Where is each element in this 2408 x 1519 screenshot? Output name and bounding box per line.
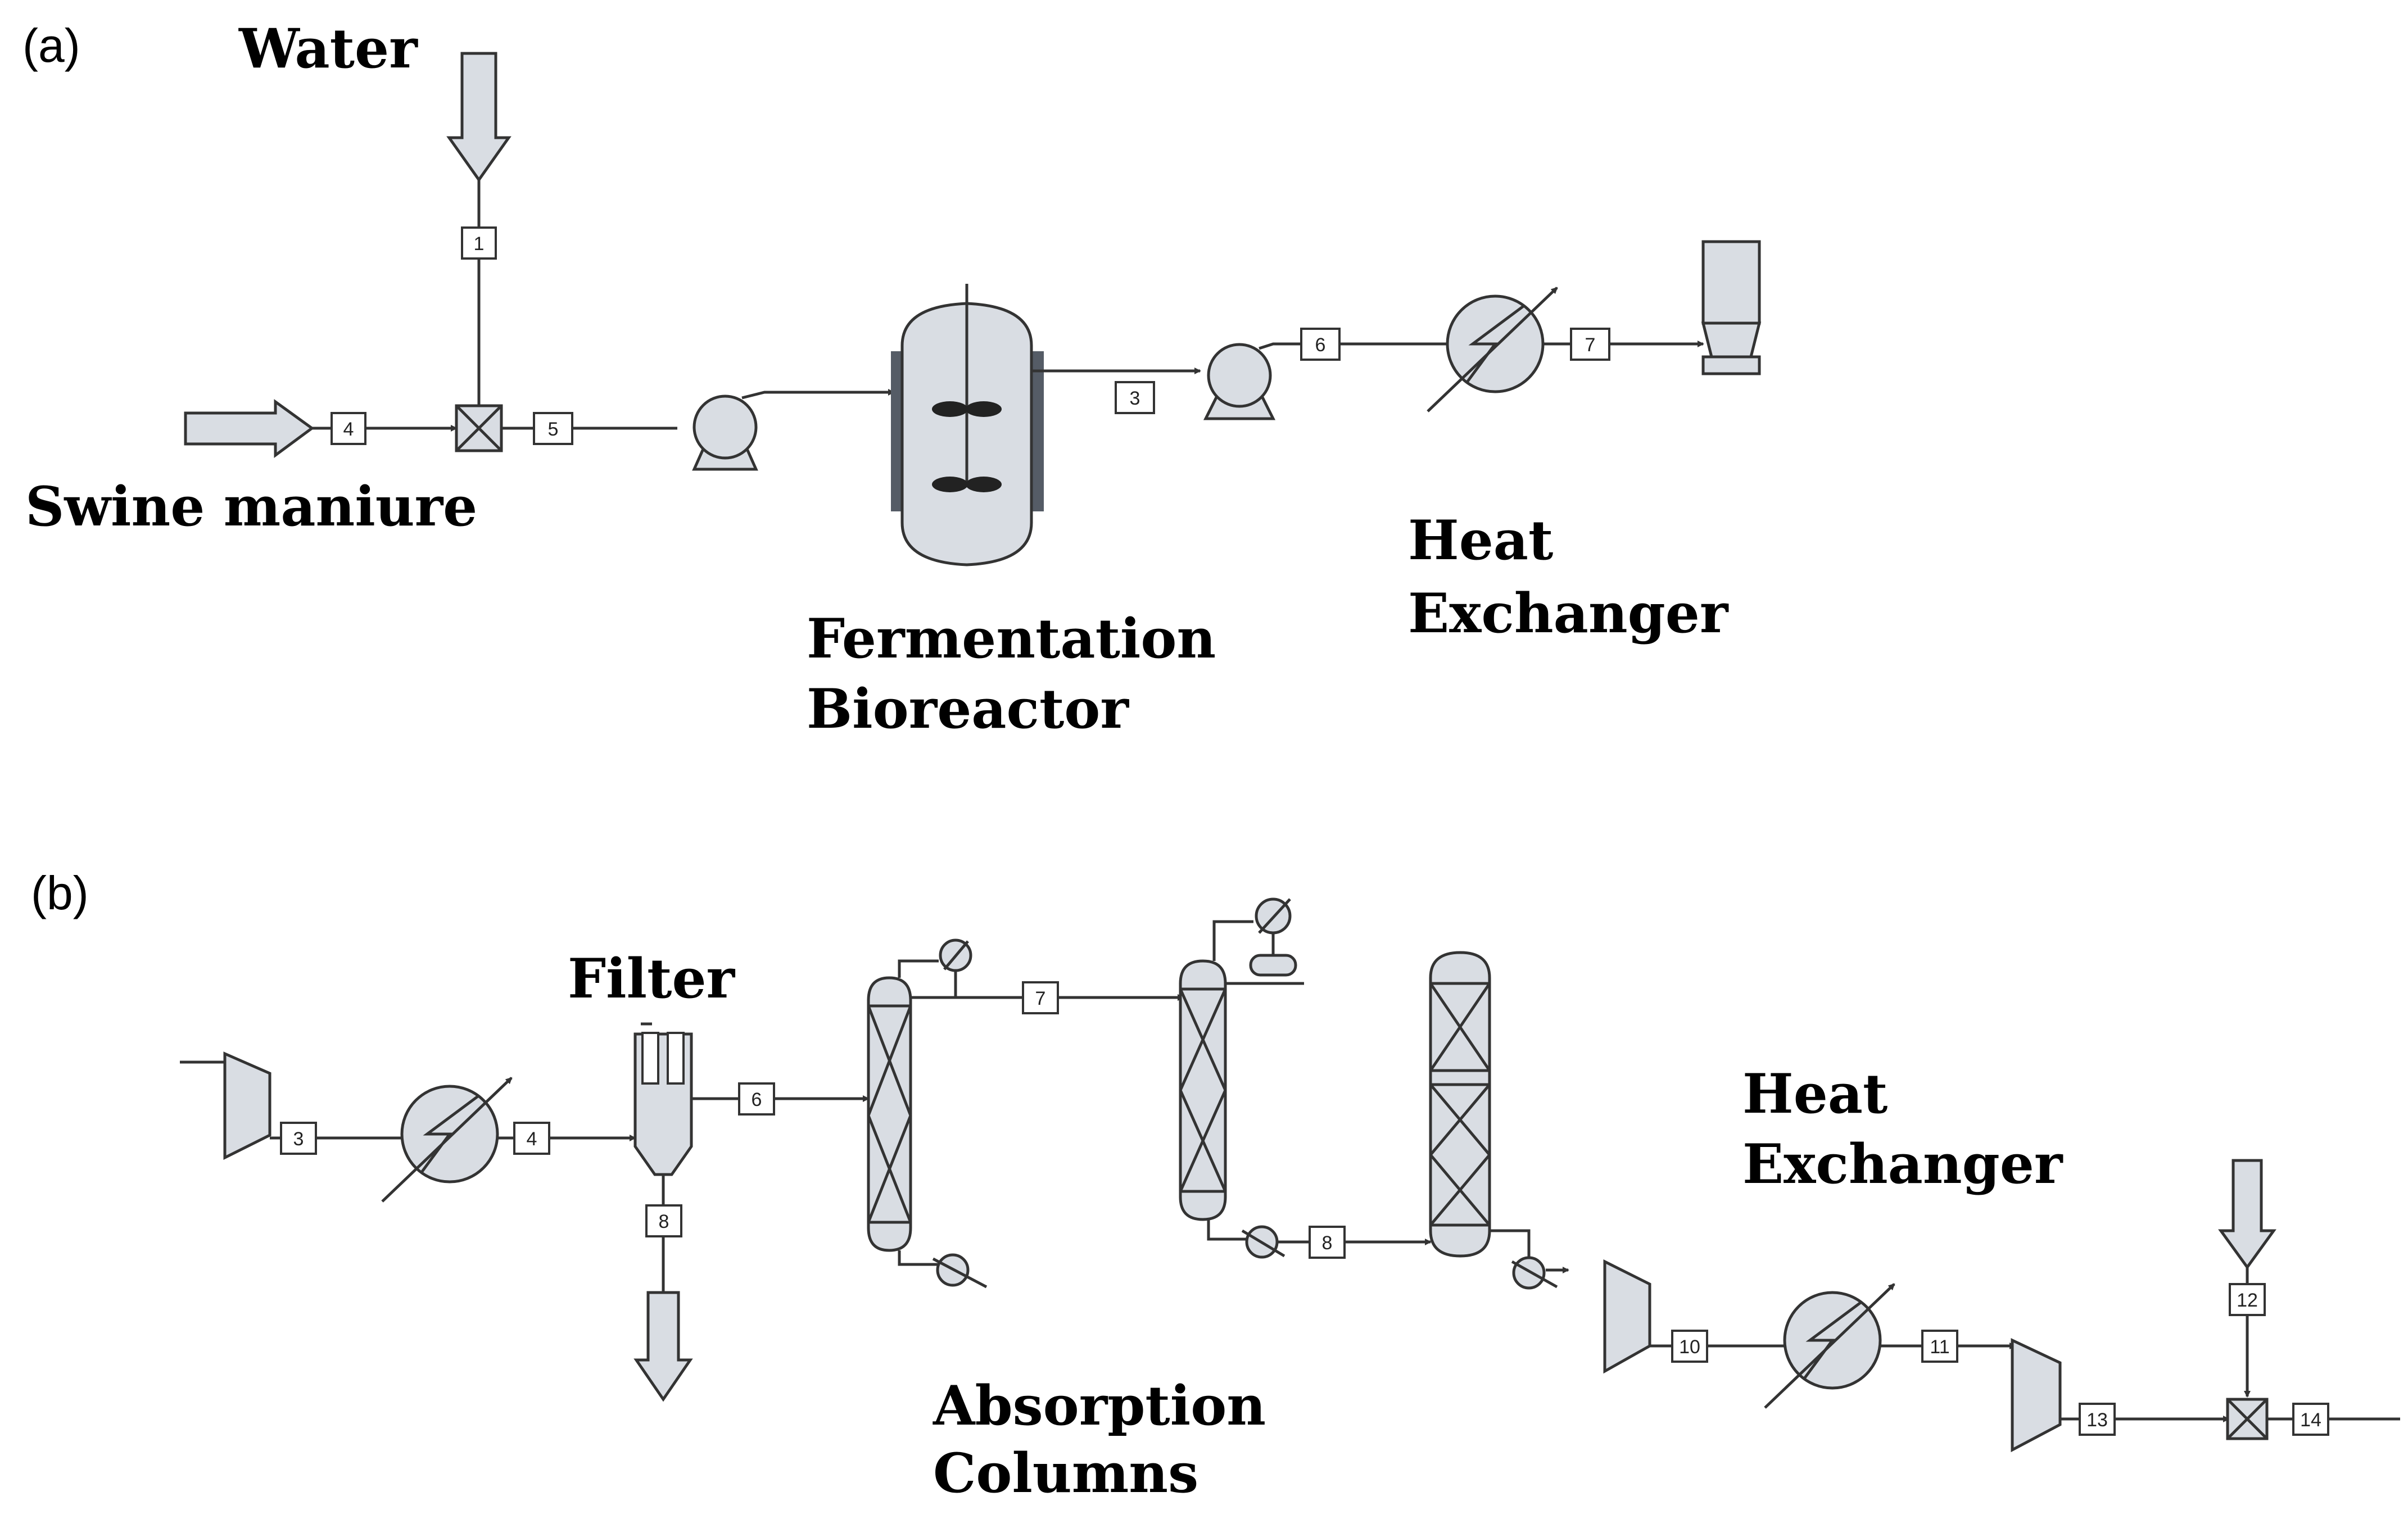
absorption-label-line1: Absorption [933, 1374, 1266, 1438]
compressor-b3 [2011, 1338, 2062, 1453]
stream-box-b11 [1921, 1330, 1958, 1363]
filter-residue-arrow [633, 1291, 693, 1402]
pump-a1 [692, 395, 758, 471]
swine-manure-feed-arrow [184, 399, 315, 458]
stream-box-b6 [738, 1082, 775, 1116]
stream-box-b8 [1309, 1226, 1346, 1259]
stream-label-a4: 4 [343, 419, 354, 440]
stream-box-a5 [533, 412, 573, 445]
stream-label-a3: 3 [1130, 388, 1140, 409]
water-label: Water [238, 17, 418, 80]
mixer-a [455, 404, 503, 452]
stream-label-a6: 6 [1315, 334, 1326, 356]
product-storage-tank [1701, 240, 1762, 375]
stream-box-b3 [280, 1122, 317, 1155]
stream-label-b12: 12 [2237, 1290, 2258, 1311]
fermentation-bioreactor [891, 284, 1044, 566]
filter-label: Filter [568, 947, 736, 1010]
panel-a-label: (a) [22, 19, 80, 72]
absorption-label-line2: Columns [933, 1441, 1198, 1505]
absorption-column-3 [1429, 951, 1491, 1258]
pump-b3 [1512, 1256, 1546, 1290]
absorption-column-1 [867, 976, 912, 1252]
heat-exchanger-b2 [1764, 1283, 1895, 1409]
stream-label-a1: 1 [474, 233, 485, 255]
stream-label-b14: 14 [2300, 1409, 2321, 1431]
stream-label-b4: 4 [527, 1128, 537, 1150]
stream-label-b6: 6 [752, 1089, 762, 1110]
reflux-drum-b2 [1249, 954, 1297, 977]
heat-exchanger-a [1427, 287, 1558, 412]
stream-label-b8: 8 [1322, 1232, 1333, 1254]
mixer-b [2226, 1398, 2269, 1440]
stream-label-b10: 10 [1679, 1336, 1700, 1358]
stream-label-a7: 7 [1585, 334, 1596, 356]
filter-unit [633, 1022, 693, 1176]
swine-manure-label: Swine maniure [25, 475, 477, 538]
pump-a2 [1203, 343, 1276, 420]
absorption-column-2 [1179, 959, 1227, 1221]
water-feed-arrow [446, 52, 512, 183]
stream-label-b3: 3 [293, 1128, 304, 1150]
stream-box-a4 [331, 412, 366, 445]
heat-exchanger-a-label-line1: Heat [1408, 509, 1553, 572]
stream-box-b13 [2079, 1403, 2116, 1436]
stream-box-b10 [1671, 1330, 1708, 1363]
heat-exchanger-b1 [381, 1077, 513, 1203]
heat-exchanger-b-label-line1: Heat [1742, 1062, 1888, 1126]
heat-exchanger-a-label-line2: Exchanger [1408, 582, 1729, 645]
panel-b-label: (b) [31, 867, 89, 919]
stream-box-a3 [1115, 381, 1155, 414]
stream-label-a5: 5 [548, 419, 559, 440]
compressor-b1 [223, 1051, 271, 1160]
stream-label-b13: 13 [2086, 1409, 2108, 1431]
stream-label-b8-filter: 8 [659, 1211, 669, 1232]
heat-exchanger-b-label-line2: Exchanger [1742, 1132, 2063, 1196]
stream-box-a7 [1570, 328, 1610, 361]
stream-label-b11: 11 [1930, 1336, 1949, 1358]
feed-arrow-b [2218, 1159, 2276, 1270]
fermentation-label-line1: Fermentation [807, 607, 1216, 670]
stream-label-b7: 7 [1035, 988, 1046, 1009]
compressor-b2 [1603, 1259, 1651, 1374]
fermentation-label-line2: Bioreactor [807, 677, 1129, 741]
stream-box-b8-filter [645, 1204, 682, 1237]
